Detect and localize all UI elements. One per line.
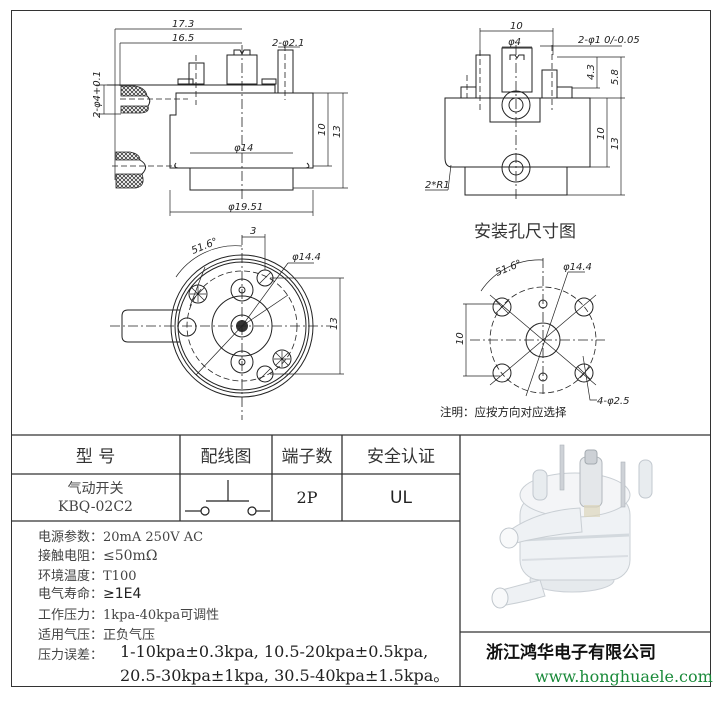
spec-label: 适用气压： (38, 628, 104, 643)
spec-pressure-error: 压力误差： (38, 644, 103, 663)
spec-working-pressure: 工作压力：1kpa-40kpa可调性 (38, 604, 219, 623)
spec-pressure-type: 适用气压：正负气压 (38, 624, 155, 643)
mount-note: 注明：应按方向对应选择 (440, 405, 567, 419)
dim-phi14: φ14 (234, 143, 253, 154)
front-dim-10b: 10 (596, 127, 607, 140)
spec-error-line-1: 1-10kpa±0.3kpa, 10.5-20kpa±0.5kpa, (120, 642, 429, 661)
mounting-title: 安装孔尺寸图 (474, 222, 576, 242)
front-dim-pin: 2-φ1 0/-0.05 (578, 35, 640, 46)
header-model: 型 号 (75, 447, 116, 467)
header-terminals: 端子数 (281, 447, 333, 467)
front-dim-5-8: 5.8 (610, 69, 621, 85)
dim-16-5: 16.5 (172, 33, 194, 44)
dim-13: 13 (332, 125, 343, 138)
front-dim-r1: 2*R1 (425, 180, 450, 191)
terminals-value: 2P (296, 488, 318, 507)
spec-resistance: 接触电阻：≤50mΩ (38, 545, 157, 564)
front-view-drawing: 10 φ4 2-φ1 0/-0.05 4.3 5.8 10 13 2*R1 (425, 21, 640, 200)
dim-tube: 2-φ4+0.1 (92, 71, 103, 118)
bottom-dim-angle: 51.6° (190, 236, 219, 256)
model-name: 气动开关 (67, 480, 124, 497)
dim-10: 10 (317, 123, 328, 136)
spec-error-line-2: 20.5-30kpa±1kpa, 30.5-40kpa±1.5kpa。 (120, 666, 450, 685)
wiring-diagram-switch-icon (185, 480, 270, 516)
spec-value: ≤50mΩ (103, 548, 158, 564)
bottom-dim-phi14-4: φ14.4 (292, 252, 321, 263)
model-cell: 气动开关 KBQ-02C2 (11, 474, 180, 521)
spec-label: 工作压力： (38, 608, 104, 623)
product-photo (491, 444, 653, 609)
spec-value: T100 (103, 569, 137, 584)
bottom-view-drawing: 3 51.6° φ14.4 13 (110, 226, 344, 420)
mount-dim-angle: 51.6° (494, 258, 523, 278)
spec-temperature: 环境温度：T100 (38, 565, 137, 584)
front-dim-4-3: 4.3 (586, 64, 597, 80)
spec-label: 压力误差： (38, 648, 104, 663)
bottom-dim-13: 13 (329, 317, 340, 330)
spec-label: 环境温度： (38, 569, 104, 584)
table-grid (11, 434, 711, 687)
mount-dim-10: 10 (455, 332, 466, 345)
mount-dim-holes: 4-φ2.5 (597, 396, 629, 407)
side-view-drawing: 17.3 16.5 2-φ2.1 2-φ4+0.1 10 13 φ14 φ19.… (92, 19, 348, 216)
spec-value: 正负气压 (103, 628, 156, 643)
company-url[interactable]: www.honghuaele.com (535, 667, 713, 686)
front-dim-phi4: φ4 (508, 37, 521, 48)
spec-life: 电气寿命：≥1E4 (38, 583, 141, 602)
company-name: 浙江鸿华电子有限公司 (486, 643, 656, 663)
spec-label: 电源参数： (38, 530, 104, 545)
mounting-hole-drawing: 安装孔尺寸图 51.6° φ14.4 10 4-φ2.5 注明：应按方向对应选择 (440, 222, 629, 419)
dim-17-3: 17.3 (172, 19, 194, 30)
model-code: KBQ-02C2 (58, 498, 133, 515)
dim-phi19: φ19.51 (228, 202, 263, 213)
header-wiring: 配线图 (200, 447, 252, 467)
front-dim-10: 10 (510, 21, 523, 32)
spec-value: 1kpa-40kpa可调性 (103, 608, 220, 623)
spec-value: 20mA 250V AC (103, 530, 204, 545)
spec-power: 电源参数：20mA 250V AC (38, 526, 203, 545)
drawing-frame (11, 10, 711, 687)
spec-label: 电气寿命： (38, 587, 104, 602)
header-certification: 安全认证 (367, 447, 435, 467)
certification-value: UL (390, 487, 412, 508)
front-dim-13: 13 (610, 137, 621, 150)
spec-value: ≥1E4 (103, 586, 142, 602)
mount-dim-phi14-4: φ14.4 (563, 262, 592, 273)
dim-pin: 2-φ2.1 (272, 38, 304, 49)
bottom-dim-3: 3 (250, 226, 256, 237)
spec-label: 接触电阻： (38, 549, 104, 564)
